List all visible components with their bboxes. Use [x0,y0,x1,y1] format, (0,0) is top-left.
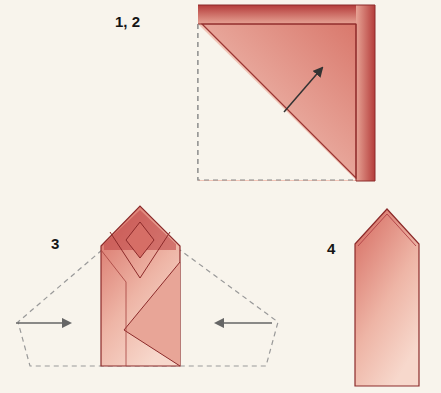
fold-step-four [355,209,419,386]
fold-step-one [198,5,375,181]
step-number: 1, 2 [115,14,140,31]
fold-step-three [16,206,278,366]
step-number: 3 [51,236,59,253]
step-number: 4 [327,241,335,258]
